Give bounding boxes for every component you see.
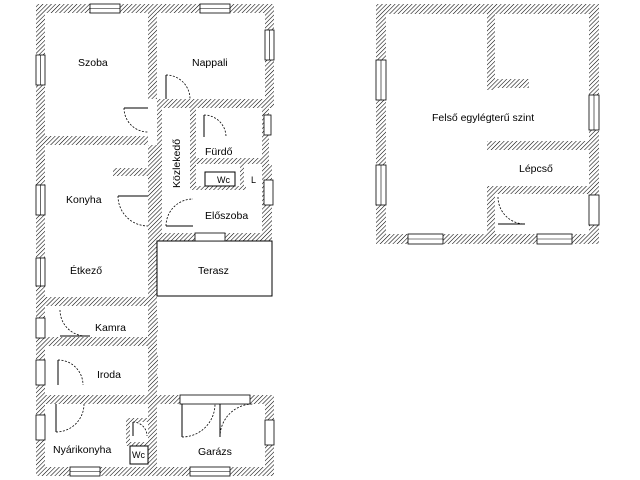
room-label-konyha: Konyha	[66, 194, 102, 206]
upper-floor-doors	[497, 196, 526, 225]
room-label-l-mark: L	[251, 175, 256, 185]
room-label-kozlekedo: Közlekedő	[171, 139, 183, 188]
room-label-etkezo: Étkező	[70, 264, 102, 277]
upper-floor-walls	[376, 4, 599, 244]
room-label-wc-small: Wc	[132, 450, 145, 460]
ground-floor: Szoba Nappali Fürdő Közlekedő Wc L Konyh…	[35, 3, 275, 477]
ground-floor-doors	[55, 74, 254, 438]
room-label-szoba: Szoba	[78, 57, 108, 69]
upper-floor-windows	[375, 59, 600, 245]
upper-floor: Felső egylégterű szint Lépcső	[375, 4, 600, 245]
room-label-nappali: Nappali	[192, 57, 228, 69]
ground-floor-walls	[36, 4, 274, 476]
room-label-felso: Felső egylégterű szint	[432, 112, 534, 124]
ground-floor-windows	[35, 3, 275, 477]
room-label-wc-main: Wc	[217, 175, 230, 185]
room-label-garazs: Garázs	[198, 446, 232, 458]
room-label-eloszoba: Előszoba	[205, 210, 248, 222]
room-label-kamra: Kamra	[95, 322, 126, 334]
room-label-terasz: Terasz	[198, 265, 229, 277]
room-label-iroda: Iroda	[97, 369, 121, 381]
room-label-lepcso: Lépcső	[519, 163, 553, 175]
room-label-nyarikonyha: Nyárikonyha	[53, 444, 112, 456]
room-label-furdo: Fürdő	[205, 146, 233, 158]
